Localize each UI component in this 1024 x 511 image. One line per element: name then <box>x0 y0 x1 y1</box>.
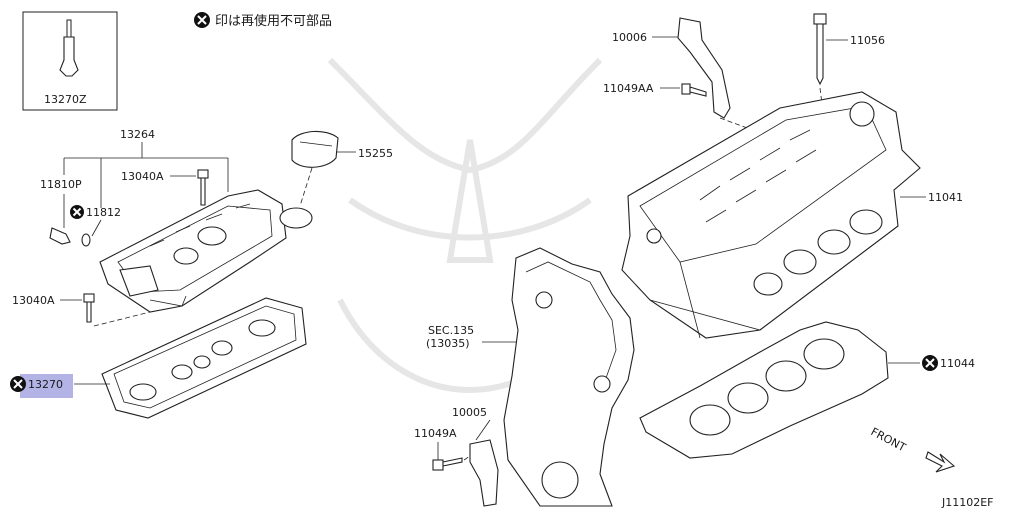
label-13270: 13270 <box>28 378 63 391</box>
label-11044: 11044 <box>940 357 975 370</box>
label-10006: 10006 <box>612 31 647 44</box>
x-circle-icon <box>194 12 210 28</box>
label-sec-line2: (13035) <box>426 337 470 350</box>
label-13040a-left: 13040A <box>12 294 55 307</box>
label-13040a-top: 13040A <box>121 170 164 183</box>
bracket-13264: 13264 <box>63 128 229 208</box>
x-circle-icon <box>922 355 938 371</box>
label-11812-group: 11812 <box>70 205 121 237</box>
head-gasket-11044: 11044 <box>639 321 975 459</box>
highlight-13270 <box>20 374 73 398</box>
label-11056: 11056 <box>850 34 885 47</box>
front-arrow-icon: FRONT <box>869 425 956 473</box>
front-cover-sec135: SEC.135 (13035) <box>426 247 635 507</box>
label-11810p: 11810P <box>40 178 82 191</box>
pcv-valve-part <box>49 227 91 247</box>
label-11812: 11812 <box>86 206 121 219</box>
cylinder-head-11041: 11041 <box>621 91 963 339</box>
label-15255: 15255 <box>358 147 393 160</box>
legend-text: 印は再使用不可部品 <box>215 13 332 29</box>
rocker-gasket-13270 <box>101 297 307 419</box>
label-13270-group: 13270 <box>10 374 110 398</box>
label-13264: 13264 <box>120 128 155 141</box>
label-11049aa: 11049AA <box>603 82 654 95</box>
bolt-11049a: 11049A <box>414 427 471 471</box>
bolt-13040a-top <box>197 169 209 206</box>
label-10005: 10005 <box>452 406 487 419</box>
bolt-11056: 11056 <box>813 13 885 105</box>
label-11041: 11041 <box>928 191 963 204</box>
front-label: FRONT <box>869 425 909 454</box>
rocker-cover-13264 <box>99 189 287 313</box>
oil-cap-15255: 15255 <box>279 130 393 229</box>
non-reusable-legend: 印は再使用不可部品 <box>194 12 332 29</box>
bolt-11049aa: 11049AA <box>603 82 707 97</box>
label-11049a: 11049A <box>414 427 457 440</box>
x-circle-icon <box>10 376 26 392</box>
bolt-13040a-left <box>83 293 151 327</box>
label-13270z: 13270Z <box>44 93 87 106</box>
bracket-10005: 10005 <box>452 406 499 507</box>
label-sec-line1: SEC.135 <box>428 324 474 337</box>
x-circle-icon <box>70 205 84 219</box>
watermark-emblem <box>327 57 603 393</box>
bracket-10006: 10006 <box>612 17 781 141</box>
diagram-code: J11102EF <box>941 496 994 509</box>
part-13270z-box: 13270Z <box>22 11 118 111</box>
